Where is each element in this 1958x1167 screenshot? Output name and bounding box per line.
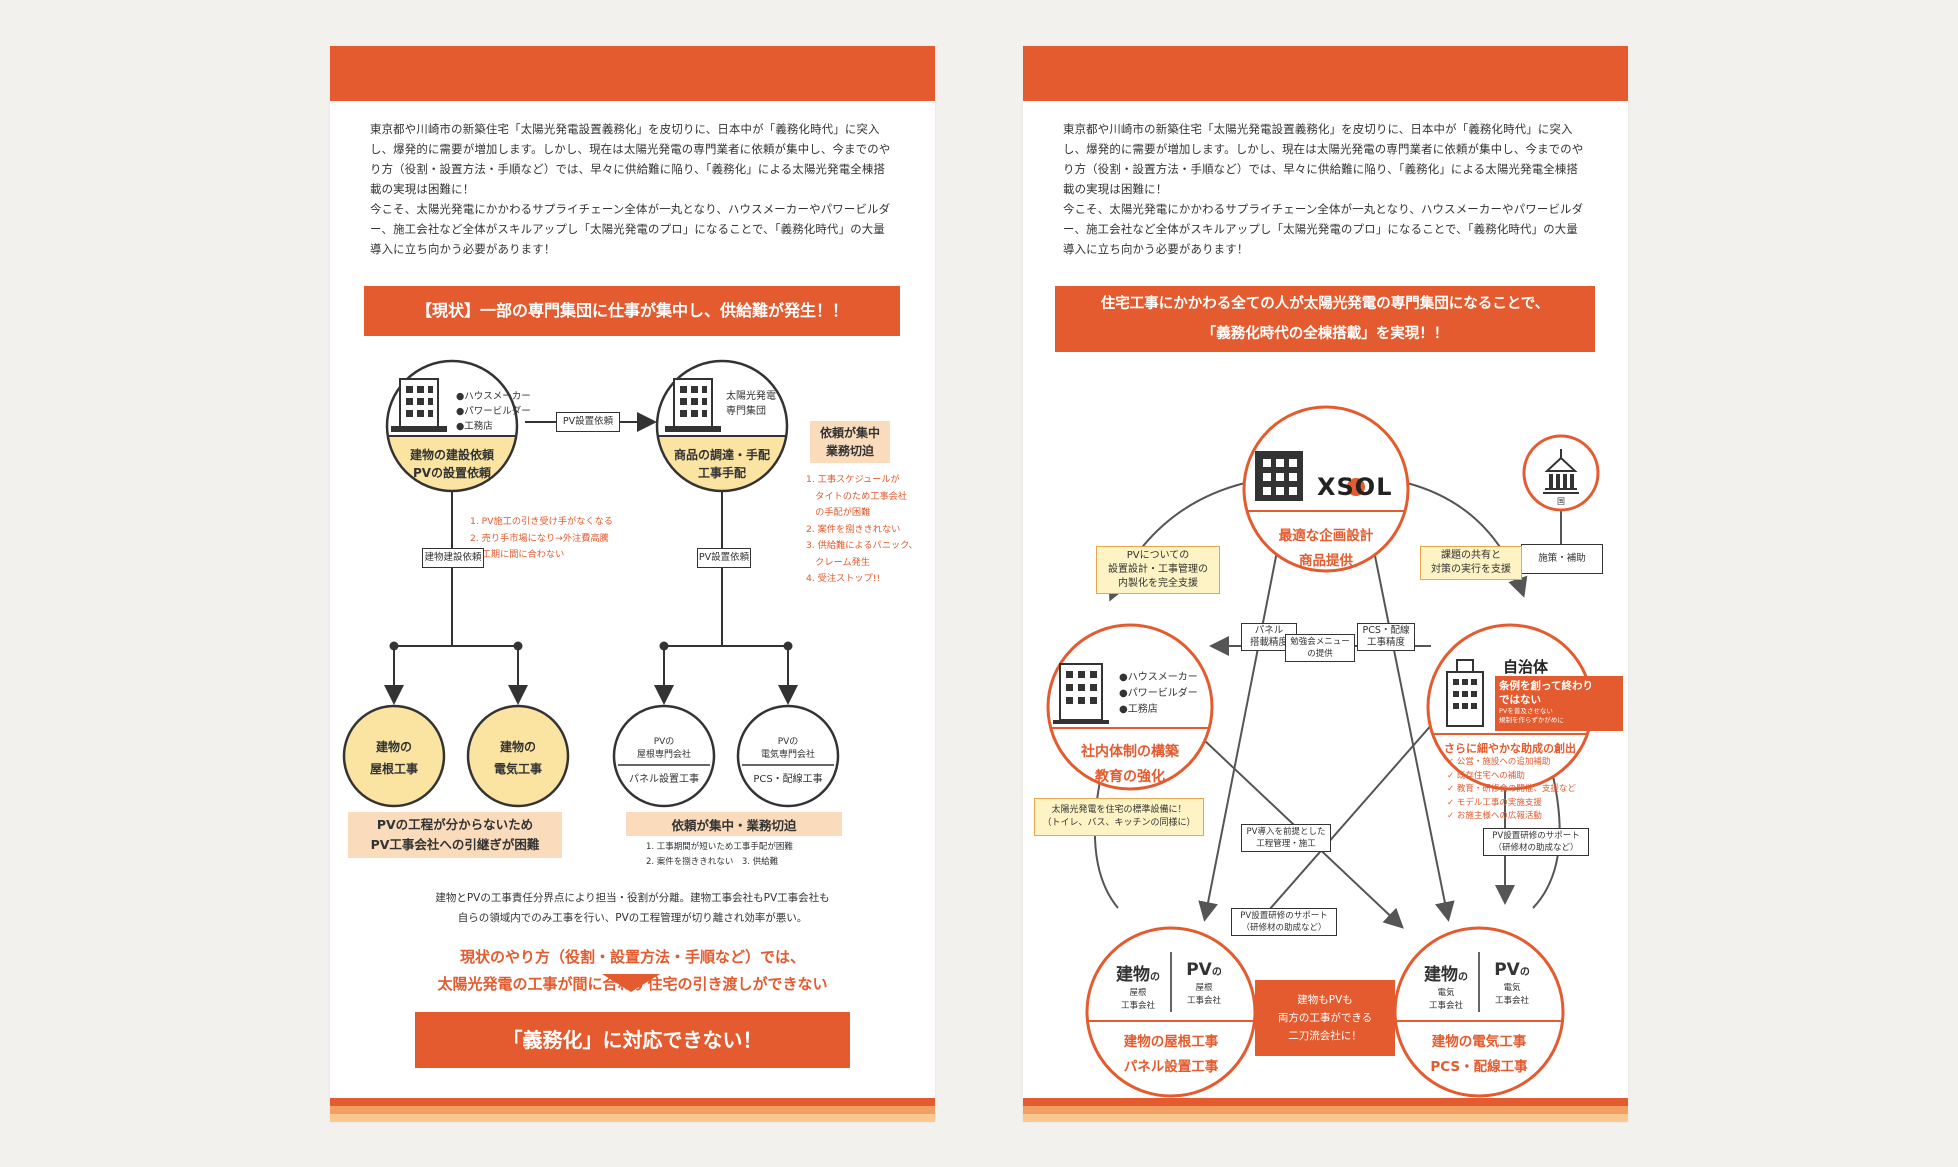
solar-issues: 1. 工事スケジュールが タイトのため工事会社 の手配が困難 2. 案件を捌きき… — [806, 474, 918, 584]
roof-building-name: 建物 — [1116, 965, 1150, 985]
note-pv-standard: 太陽光発電を住宅の標準設備に！ （トイレ、バス、キッチンの同様に） — [1034, 798, 1204, 836]
elec-caption: 建物の電気工事 PCS・配線工事 — [1430, 1034, 1528, 1075]
top-bar — [330, 46, 935, 101]
roof-pv-label: PVの 屋根 工事会社 — [1175, 960, 1233, 1008]
builder-list-item: ●パワービルダー — [1119, 688, 1198, 699]
municipality-tag-sub: PVを普及させない 規制を作らずかがめに — [1499, 707, 1564, 724]
top-bar — [1023, 46, 1628, 101]
pv-request-tag-2: PV設置依頼 — [697, 548, 751, 568]
elec-building-type: 電気 工事会社 — [1428, 988, 1463, 1011]
concentration-issues: 1. 工事期間が短いため工事手配が困難 2. 案件を捌ききれない 3. 供給難 — [646, 842, 793, 867]
municipality-tag: 条例を創って終わり ではない PVを普及させない 規制を作らずかがめに — [1495, 676, 1623, 731]
elec-building-label: 建物の 電気 工事会社 — [1417, 960, 1475, 1013]
builder-issues: 1. PV施工の引き受け手がなくなる 2. 売り手市場になり→外注費高騰 3. … — [470, 516, 613, 560]
pv-request-tag: PV設置依頼 — [556, 412, 620, 432]
roof-pv-name: PV — [1186, 960, 1212, 980]
municipality-tag-main: 条例を創って終わり ではない — [1499, 680, 1593, 706]
elec-building-name: 建物 — [1424, 965, 1458, 985]
roof-work-label: 建物の 屋根工事 — [369, 740, 418, 776]
builder-list-item: ●ハウスメーカー — [456, 391, 531, 402]
builder-list-item: ●パワービルダー — [456, 406, 531, 417]
note-xsol-to-municipality: 課題の共有と 対策の実行を支援 — [1420, 546, 1522, 580]
municipality-caption: さらに細やかな助成の創出 — [1444, 742, 1576, 755]
electric-companies-circle — [1393, 926, 1565, 1098]
handover-problem: PVの工程が分からないため PV工事会社への引継ぎが困難 — [348, 812, 562, 858]
elec-pv-name: PV — [1494, 960, 1520, 980]
electric-work-circle — [466, 704, 570, 808]
pv-support-right-tag: PV設置研修のサポート （研修材の助成など） — [1483, 828, 1589, 856]
construction-request-tag: 建物建設依頼 — [422, 548, 484, 568]
right-page: 東京都や川崎市の新築住宅「太陽光発電設置義務化」を皮切りに、日本中が「義務化時代… — [1023, 46, 1628, 1122]
elec-pv-particle: の — [1519, 967, 1530, 978]
builder-list-item: ●工務店 — [456, 421, 493, 432]
xsol-logo: XSOL — [1317, 473, 1393, 501]
roof-caption: 建物の屋根工事 パネル設置工事 — [1123, 1034, 1219, 1075]
pv-roof-circle — [612, 704, 716, 808]
down-arrow-icon — [602, 974, 660, 992]
left-page: 東京都や川崎市の新築住宅「太陽光発電設置義務化」を皮切りに、日本中が「義務化時代… — [330, 46, 935, 1122]
builder-list-item: ●工務店 — [1119, 704, 1158, 715]
municipality-list: ✓ 公営・施設への追加補助 ✓ 既存住宅への補助 ✓ 教育・研修会の開催、支援な… — [1447, 757, 1576, 821]
intro-text: 東京都や川崎市の新築住宅「太陽光発電設置義務化」を皮切りに、日本中が「義務化時代… — [370, 122, 891, 256]
measure-tag: 施策・補助 — [1521, 544, 1603, 574]
cannot-comply-banner: 「義務化」に対応できない！ — [415, 1012, 850, 1068]
roof-building-type: 屋根 工事会社 — [1120, 988, 1155, 1011]
elec-pv-label: PVの 電気 工事会社 — [1483, 960, 1541, 1008]
bottom-stripes — [1023, 1098, 1628, 1122]
electric-work-label: 建物の 電気工事 — [493, 740, 542, 776]
solution-banner: 住宅工事にかかわる全ての人が太陽光発電の専門集団になることで、 「義務化時代の全… — [1055, 286, 1595, 352]
left-diagram-lines — [342, 359, 840, 992]
note-xsol-to-builder: PVについての 設置設計・工事管理の 内製化を完全支援 — [1096, 546, 1220, 594]
government-circle — [1522, 434, 1600, 512]
xsol-caption: 最適な企画設計 商品提供 — [1278, 528, 1374, 569]
concentration-label: 依頼が集中・業務切迫 — [626, 812, 842, 836]
xsol-logo-dot — [1347, 478, 1365, 496]
dual-skill-banner: 建物もPVも 両方の工事ができる 二刀流会社に！ — [1255, 980, 1395, 1056]
right-diagram-lines — [1046, 405, 1600, 1098]
municipality-title: 自治体 — [1503, 658, 1549, 676]
roof-building-particle: の — [1150, 972, 1160, 983]
pv-support-left-tag: PV設置研修のサポート （研修材の助成など） — [1231, 908, 1337, 936]
pv-roof-work: パネル設置工事 — [629, 774, 699, 785]
left-description: 建物とPVの工事責任分界点により担当・役割が分離。建物工事会社もPV工事会社も … — [435, 892, 830, 924]
builder-list: ●ハウスメーカー ●パワービルダー ●工務店 — [456, 389, 531, 434]
concentration-box: 依頼が集中 業務切迫 — [810, 421, 890, 463]
pv-elec-work: PCS・配線工事 — [753, 774, 823, 785]
intro-text: 東京都や川崎市の新築住宅「太陽光発電設置義務化」を皮切りに、日本中が「義務化時代… — [1063, 122, 1584, 256]
roof-work-circle — [342, 704, 446, 808]
pcs-delivery-tag: PCS・配線 工事精度 — [1357, 623, 1415, 651]
bottom-stripes — [330, 1098, 935, 1122]
elec-building-particle: の — [1458, 972, 1468, 983]
warning-text: 現状のやり方（役割・設置方法・手順など）では、 太陽光発電の工事が間に合わず住宅… — [437, 948, 828, 993]
builder-caption: 社内体制の構築 教育の強化 — [1081, 744, 1179, 785]
elec-pv-type: 電気 工事会社 — [1494, 983, 1529, 1006]
current-state-banner: 【現状】一部の専門集団に仕事が集中し、供給難が発生！！ — [364, 286, 900, 336]
roof-building-label: 建物の 屋根 工事会社 — [1109, 960, 1167, 1013]
roof-pv-type: 屋根 工事会社 — [1186, 983, 1221, 1006]
roof-pv-particle: の — [1211, 967, 1222, 978]
builder-list-item: ●ハウスメーカー — [1119, 672, 1198, 683]
pv-elec-circle — [736, 704, 840, 808]
pv-elec-company: PVの 電気専門会社 — [760, 737, 815, 760]
pv-roof-company: PVの 屋根専門会社 — [636, 737, 691, 760]
solar-company-name: 太陽光発電 専門集団 — [726, 391, 776, 417]
seminar-tag: 勉強会メニュー の提供 — [1285, 634, 1355, 662]
builder-list: ●ハウスメーカー ●パワービルダー ●工務店 — [1119, 670, 1198, 718]
pv-training-tag: PV導入を前提とした 工程管理・施工 — [1241, 824, 1331, 852]
solar-caption: 商品の調達・手配 工事手配 — [673, 448, 770, 480]
builder-caption: 建物の建設依頼 PVの設置依頼 — [409, 448, 494, 480]
government-label: 国 — [1557, 497, 1565, 506]
